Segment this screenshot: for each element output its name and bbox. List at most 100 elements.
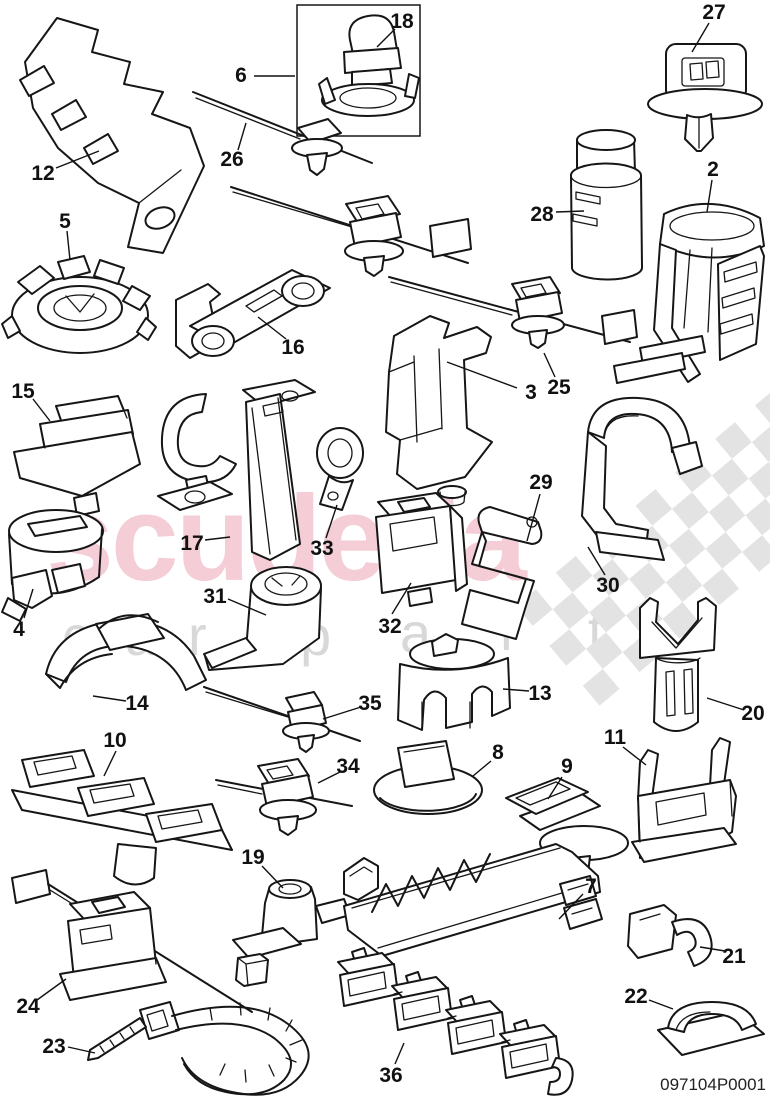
part-label-13: 13 — [528, 682, 551, 705]
part-leader-3 — [446, 361, 518, 389]
part-label-26: 26 — [220, 148, 243, 171]
part-label-32: 32 — [378, 615, 401, 638]
part-14-drawing — [45, 613, 207, 691]
part-2-drawing — [613, 202, 765, 384]
part-leader-11 — [622, 746, 647, 766]
part-5-drawing — [1, 255, 157, 354]
part-leader-27 — [691, 22, 710, 53]
part-8-drawing — [373, 740, 483, 815]
part-label-10: 10 — [103, 729, 126, 752]
line-art — [1, 4, 765, 1096]
part-leader-9 — [547, 776, 563, 800]
checker-square — [705, 532, 743, 569]
part-leader-13 — [502, 688, 530, 692]
checker-square — [751, 425, 770, 462]
diagram-code: 097104P0001 — [660, 1075, 766, 1094]
part-35-drawing — [203, 686, 361, 753]
checker-square — [586, 632, 623, 669]
part-31-drawing — [203, 566, 322, 671]
part-24-drawing — [11, 869, 253, 1013]
part-16-drawing — [175, 269, 331, 359]
checker-square — [672, 492, 709, 529]
part-leader-31 — [227, 598, 267, 616]
part-20-drawing — [639, 597, 717, 732]
checker-square — [582, 668, 620, 706]
part-leader-8 — [472, 760, 492, 777]
checker-square — [745, 498, 770, 536]
part-label-6: 6 — [235, 64, 247, 87]
watermark-tagline-letter: r — [188, 604, 207, 667]
part-leader-15 — [32, 398, 51, 422]
part-label-22: 22 — [624, 985, 647, 1008]
part-15-drawing — [13, 395, 141, 517]
part-23-drawing — [87, 1001, 310, 1096]
part-34-drawing — [215, 758, 353, 836]
part-22-drawing — [657, 1001, 765, 1056]
part-leader-35 — [322, 706, 362, 720]
part-30-drawing — [581, 396, 703, 561]
part-leader-5 — [66, 230, 71, 261]
part-label-24: 24 — [16, 995, 40, 1018]
part-leader-17 — [204, 536, 231, 541]
part-label-34: 34 — [336, 755, 360, 778]
part-leader-29 — [526, 493, 541, 542]
part-label-36: 36 — [379, 1064, 402, 1087]
part-leader-18 — [376, 28, 396, 48]
part-label-8: 8 — [492, 741, 504, 764]
part-leader-28 — [555, 210, 585, 213]
part-27-drawing — [647, 43, 763, 152]
part-leader-34 — [317, 770, 343, 784]
part-label-27: 27 — [702, 1, 725, 24]
part-leader-4 — [23, 588, 34, 619]
part-4-drawing — [1, 509, 104, 622]
part-label-19: 19 — [241, 846, 264, 869]
part-label-15: 15 — [11, 380, 35, 403]
part-33-drawing — [316, 427, 364, 511]
part-29-drawing — [461, 506, 543, 640]
part-label-12: 12 — [31, 162, 54, 185]
part-26-drawing — [192, 91, 373, 176]
part-label-17: 17 — [180, 532, 203, 555]
part-label-21: 21 — [722, 945, 746, 968]
part-13-drawing — [397, 633, 511, 731]
part-12-drawing — [19, 17, 205, 254]
part-leader-2 — [706, 179, 713, 213]
part-11-drawing — [631, 737, 737, 863]
part-3-drawing — [385, 315, 493, 507]
part-leader-19 — [261, 865, 284, 889]
part-18-inset-box — [296, 4, 421, 137]
checker-square — [665, 565, 703, 603]
part-leader-14 — [92, 695, 127, 702]
part-leader-33 — [325, 504, 338, 539]
part-leader-25 — [543, 352, 556, 378]
part-label-16: 16 — [281, 336, 304, 359]
checker-square — [589, 595, 626, 633]
checker-square — [668, 528, 706, 566]
part-19-drawing — [232, 879, 351, 987]
part-leader-16 — [257, 316, 287, 340]
part-leader-32 — [391, 582, 412, 615]
checker-square — [715, 422, 752, 459]
part-label-29: 29 — [529, 471, 552, 494]
part-label-11: 11 — [604, 726, 627, 749]
checker-square — [702, 568, 739, 606]
checker-square — [635, 489, 673, 526]
part-leader-10 — [103, 750, 117, 777]
checker-square — [555, 555, 593, 593]
part-10-drawing — [11, 749, 233, 886]
part-25-drawing — [388, 276, 638, 349]
part-36-drawing — [337, 947, 574, 1096]
checker-square — [711, 458, 749, 496]
part-label-9: 9 — [561, 755, 573, 778]
part-label-18: 18 — [390, 10, 414, 33]
part-leader-22 — [648, 999, 674, 1010]
part-leader-26 — [237, 122, 247, 151]
part-leader-30 — [587, 546, 606, 576]
checker-square — [552, 592, 590, 630]
part-label-30: 30 — [596, 574, 619, 597]
part-leader-23 — [67, 1046, 96, 1054]
tie-assembly-upper — [230, 186, 472, 277]
